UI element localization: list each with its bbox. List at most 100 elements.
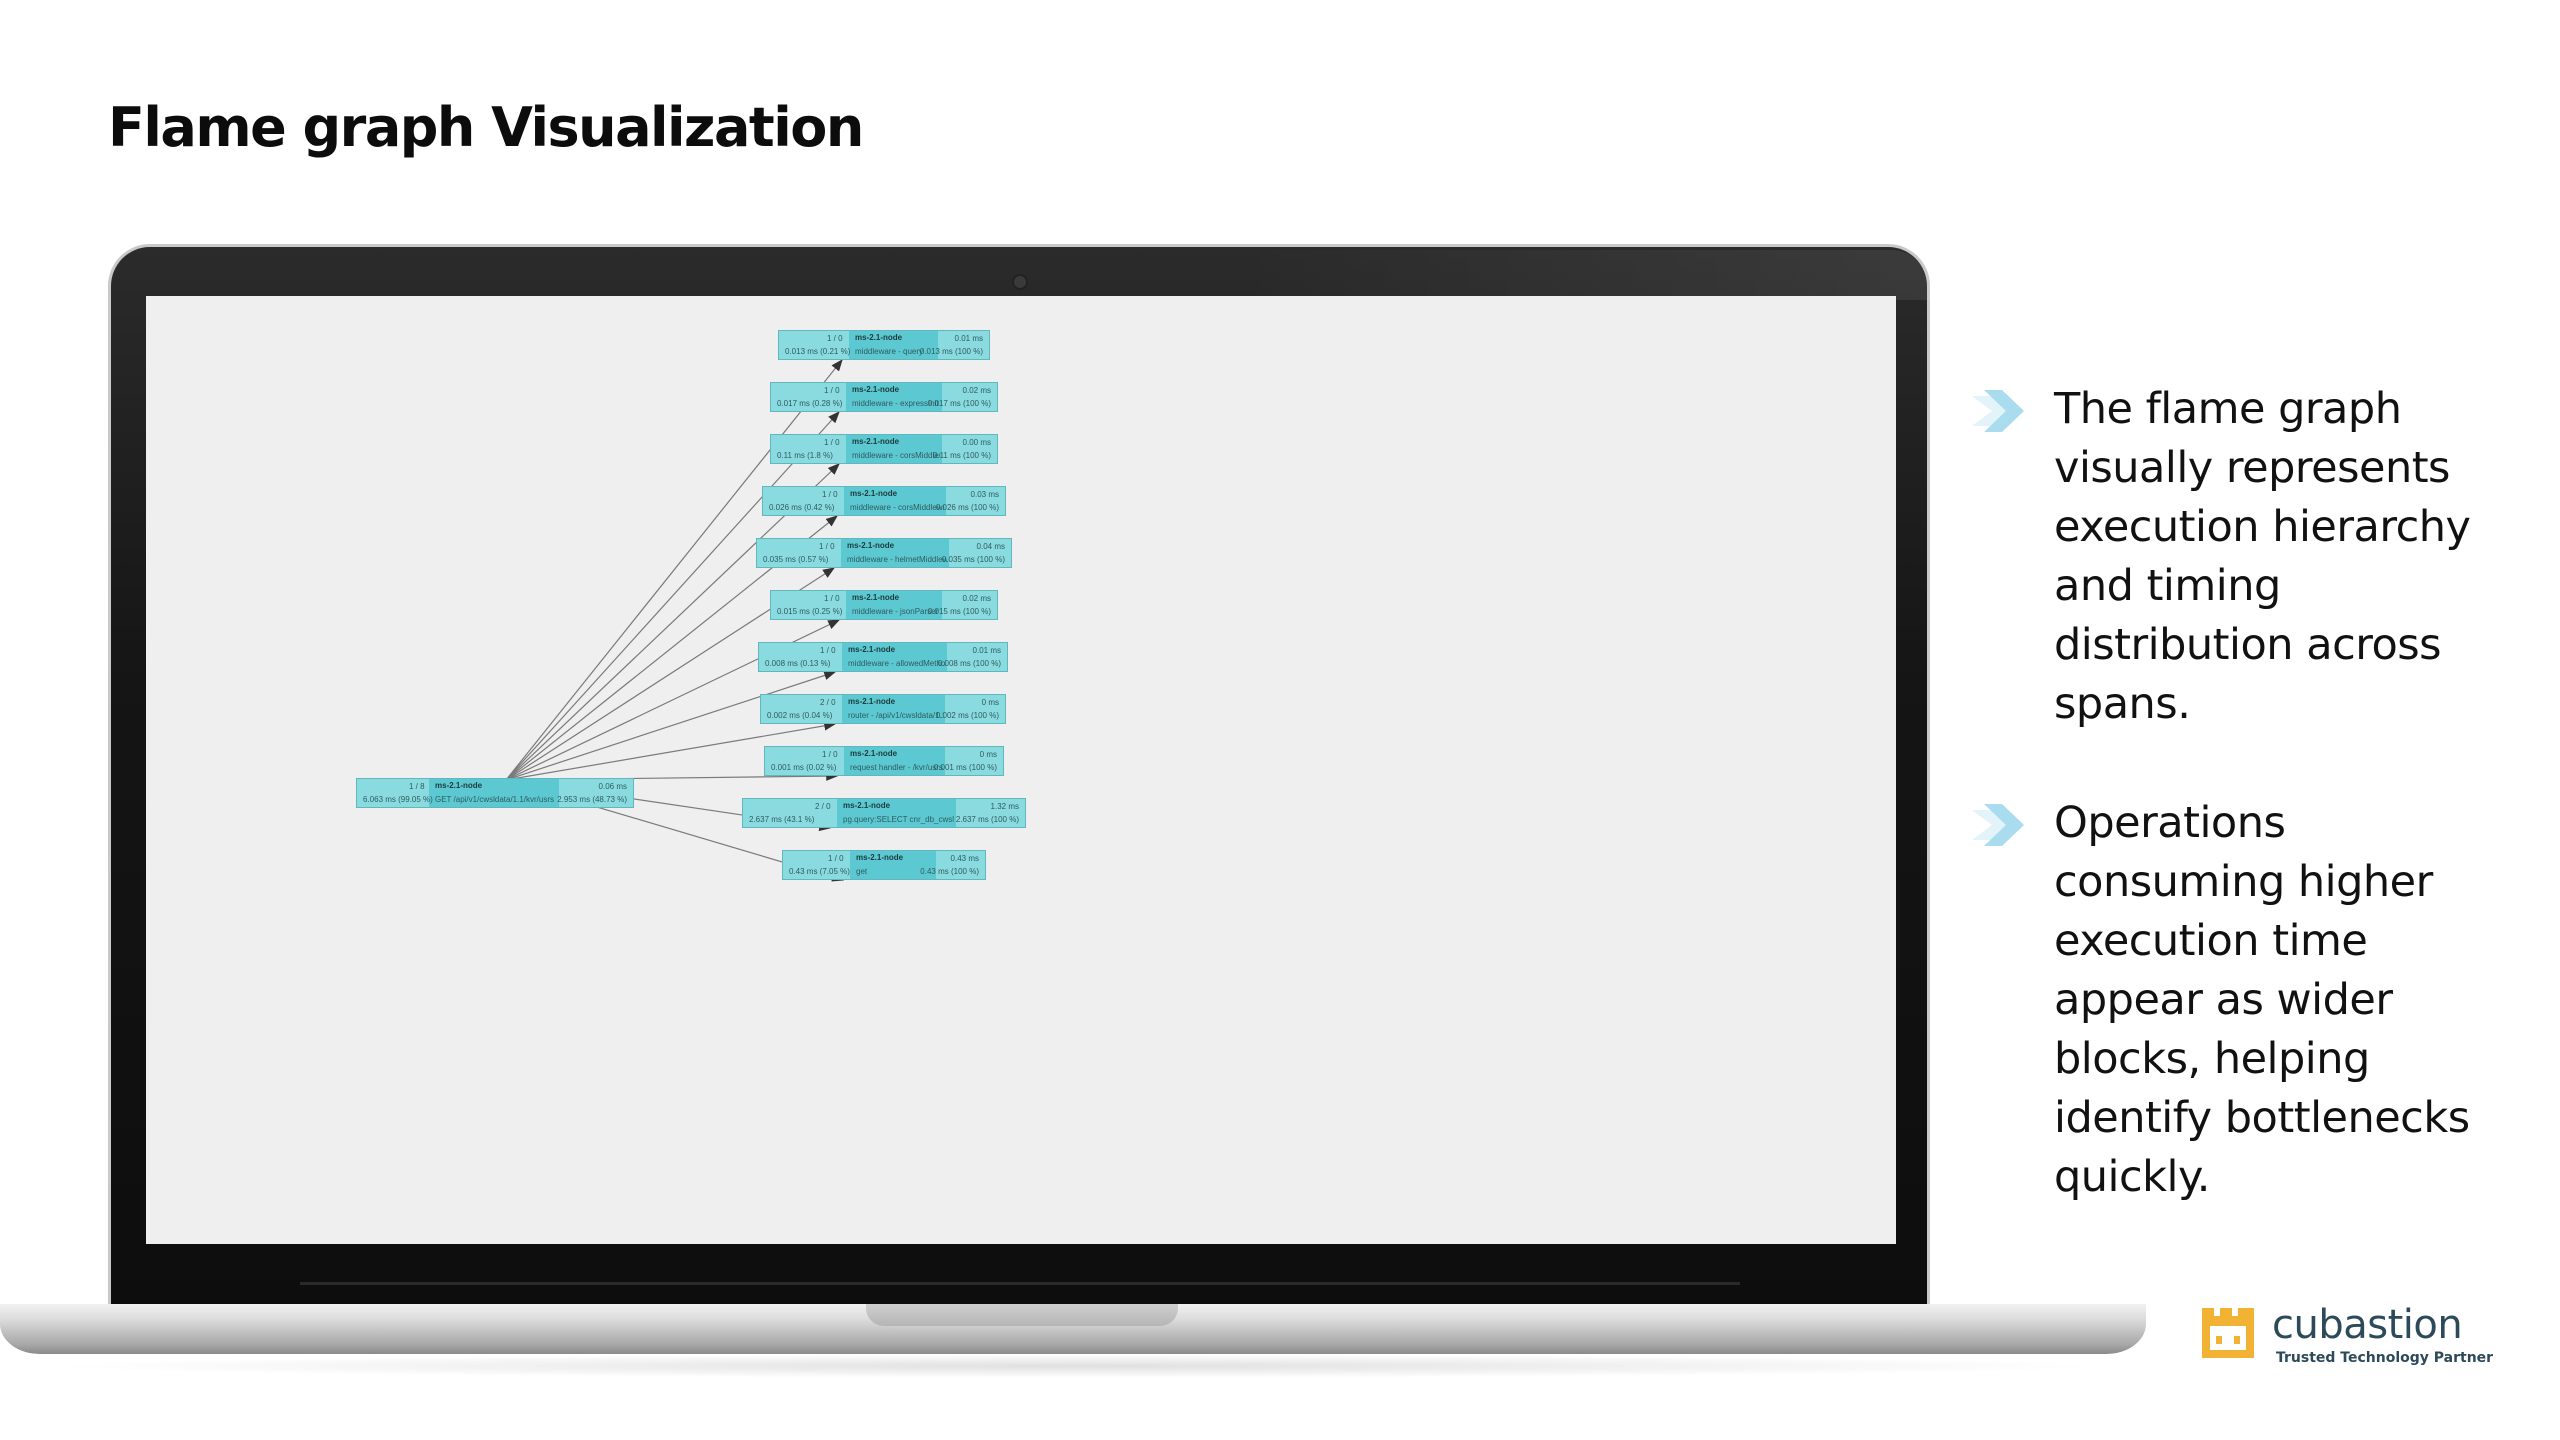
span-service-band	[846, 383, 942, 411]
span-self-percentage: 0.017 ms (100 %)	[927, 399, 991, 408]
span-service: ms-2.1-node	[435, 781, 483, 790]
span-percentage: 0.035 ms (0.57 %)	[763, 555, 829, 564]
lid-shine	[1241, 250, 1931, 300]
bullet-list: The flame graph visually represents exec…	[1968, 380, 2528, 1267]
bezel-line	[300, 1282, 1740, 1285]
span-self-percentage: 0.001 ms (100 %)	[933, 763, 997, 772]
span-self-percentage: 0.035 ms (100 %)	[941, 555, 1005, 564]
span-percentage: 0.43 ms (7.05 %)	[789, 867, 850, 876]
span-service: ms-2.1-node	[856, 853, 904, 862]
span-service: ms-2.1-node	[852, 437, 900, 446]
span-operation: middleware - helmetMiddleware	[847, 555, 947, 564]
span-service: ms-2.1-node	[852, 593, 900, 602]
span-duration: 0.02 ms	[962, 386, 991, 395]
span-percentage: 0.017 ms (0.28 %)	[777, 399, 843, 408]
span-operation: middleware - query	[855, 347, 924, 356]
span-service-band	[842, 643, 947, 671]
span-percentage: 6.063 ms (99.05 %)	[363, 795, 433, 804]
span-duration: 0.03 ms	[970, 490, 999, 499]
logo-name: cubastion	[2272, 1302, 2463, 1348]
laptop-notch	[866, 1304, 1178, 1326]
span-operation: GET /api/v1/cwsldata/1.1/kvr/usrs	[435, 795, 555, 804]
span-duration: 0.43 ms	[950, 854, 979, 863]
span-percentage: 0.002 ms (0.04 %)	[767, 711, 833, 720]
span-operation: router - /api/v1/cwsldata/1.1	[848, 711, 943, 720]
span-duration: 0.06 ms	[598, 782, 627, 791]
span-ratio: 1 / 0	[824, 438, 840, 447]
span-ratio: 1 / 0	[827, 334, 843, 343]
span-service: ms-2.1-node	[852, 385, 900, 394]
span-operation: middleware - jsonParser	[852, 607, 939, 616]
cubastion-logo: cubastion Trusted Technology Partner	[2200, 1302, 2500, 1376]
bullet-text: Operations consuming higher execution ti…	[2054, 798, 2470, 1202]
span-operation: middleware - expressInit	[852, 399, 939, 408]
span-edge	[505, 411, 840, 781]
span-percentage: 0.001 ms (0.02 %)	[771, 763, 837, 772]
span-node[interactable]: 1 / 0 ms-2.1-node 0.11 ms (1.8 %) middlewar…	[770, 434, 998, 464]
span-duration: 0.01 ms	[972, 646, 1001, 655]
span-node[interactable]: 1 / 0 ms-2.1-node 0.026 ms (0.42 %) middlew…	[762, 486, 1006, 516]
span-ratio: 1 / 8	[409, 782, 425, 791]
span-operation: request handler - /kvr/usrs	[850, 763, 943, 772]
span-service-band	[846, 435, 942, 463]
span-edge	[505, 359, 843, 781]
slide-title: Flame graph Visualization	[108, 96, 864, 159]
laptop-screen: 1 / 8 ms-2.1-node 6.063 ms (99.05 %) GET…	[146, 296, 1896, 1244]
logo-tagline: Trusted Technology Partner	[2276, 1350, 2494, 1366]
span-service: ms-2.1-node	[848, 645, 896, 654]
laptop-shadow	[40, 1354, 2120, 1378]
span-ratio: 1 / 0	[822, 490, 838, 499]
span-percentage: 2.637 ms (43.1 %)	[749, 815, 815, 824]
span-service-band	[846, 591, 942, 619]
span-service-band	[844, 487, 946, 515]
span-service-band	[837, 799, 956, 827]
span-self-percentage: 0.43 ms (100 %)	[920, 867, 979, 876]
span-percentage: 0.11 ms (1.8 %)	[777, 451, 833, 460]
span-self-percentage: 0.015 ms (100 %)	[927, 607, 991, 616]
span-node[interactable]: 1 / 0 ms-2.1-node 0.017 ms (0.28 %) middlew…	[770, 382, 998, 412]
span-operation: middleware - corsMiddleware	[852, 451, 940, 460]
span-ratio: 1 / 0	[819, 542, 835, 551]
span-operation: middleware - corsMiddleware	[850, 503, 944, 512]
span-percentage: 0.026 ms (0.42 %)	[769, 503, 835, 512]
span-service: ms-2.1-node	[847, 541, 895, 550]
span-service-band	[849, 331, 938, 359]
span-ratio: 1 / 0	[820, 646, 836, 655]
span-operation: middleware - allowedMethods	[848, 659, 945, 668]
span-percentage: 0.013 ms (0.21 %)	[785, 347, 851, 356]
span-edge	[505, 463, 840, 781]
cubastion-logo-icon	[2202, 1308, 2254, 1358]
span-node-root[interactable]: 1 / 8 ms-2.1-node 6.063 ms (99.05 %) GET…	[356, 778, 634, 808]
span-operation: get	[856, 867, 868, 876]
span-duration: 0.01 ms	[954, 334, 983, 343]
span-self-percentage: 0.008 ms (100 %)	[937, 659, 1001, 668]
span-duration: 0.00 ms	[962, 438, 991, 447]
bullet-item: Operations consuming higher execution ti…	[1968, 794, 2528, 1207]
span-node[interactable]: 1 / 0 ms-2.1-node 0.43 ms (7.05 %) get 0.43 …	[782, 850, 986, 880]
bullet-text: The flame graph visually represents exec…	[2054, 384, 2471, 729]
span-node[interactable]: 1 / 0 ms-2.1-node 0.013 ms (0.21 %) middlew…	[778, 330, 990, 360]
span-duration: 1.32 ms	[990, 802, 1019, 811]
span-self-percentage: 0.11 ms (100 %)	[932, 451, 991, 460]
span-service: ms-2.1-node	[855, 333, 903, 342]
span-edge	[505, 670, 837, 781]
span-duration: 0.04 ms	[976, 542, 1005, 551]
flame-graph-edges	[505, 359, 845, 882]
span-node[interactable]: 1 / 0 ms-2.1-node 0.035 ms (0.57 %) middlew…	[756, 538, 1012, 568]
span-ratio: 1 / 0	[828, 854, 844, 863]
span-ratio: 1 / 0	[824, 594, 840, 603]
bullet-item: The flame graph visually represents exec…	[1968, 380, 2528, 734]
span-service-band	[842, 695, 945, 723]
span-ratio: 1 / 0	[824, 386, 840, 395]
span-service-band	[850, 851, 936, 879]
arrow-chevron-icon	[1972, 804, 2024, 846]
span-service: ms-2.1-node	[850, 489, 898, 498]
span-ratio: 2 / 0	[815, 802, 831, 811]
span-duration: 0 ms	[979, 750, 997, 759]
span-self-percentage: 2.953 ms (48.73 %)	[557, 795, 627, 804]
